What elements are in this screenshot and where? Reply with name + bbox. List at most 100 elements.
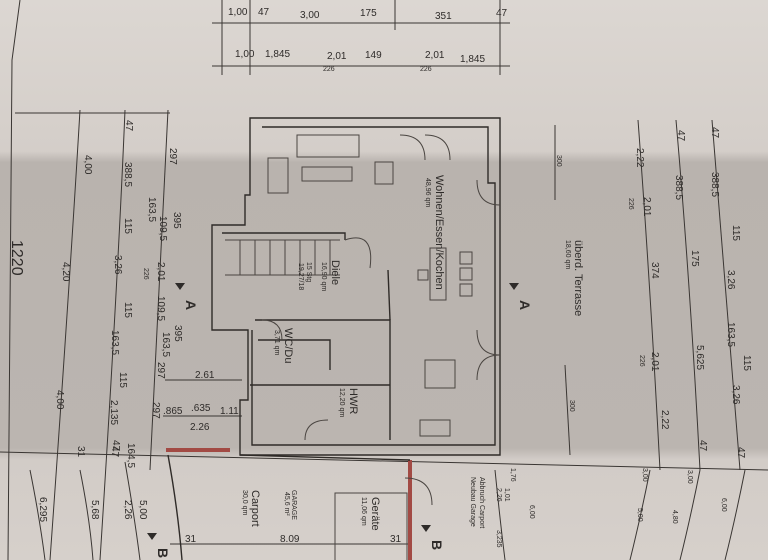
- bottom-dimension-label: 1,01: [503, 488, 510, 502]
- right-dimension-label: 115: [741, 355, 752, 371]
- coffee-table: [301, 166, 353, 182]
- left-dimension-label: 2,01: [155, 262, 166, 282]
- window-dimension-label: 300: [555, 155, 562, 167]
- left-dimension-label: 395: [172, 325, 183, 342]
- right-dimension-label: 2,22: [659, 410, 670, 430]
- right-dimension-label: 3,26: [725, 270, 736, 290]
- inner-dimension-label: 297: [150, 402, 161, 419]
- inner-dimension-label: 2.26: [190, 422, 210, 433]
- room-area-hall: 16,90 qm: [320, 262, 327, 291]
- inner-dimension-label: .635: [191, 403, 211, 414]
- right-dimension-label: 388,5: [709, 172, 720, 197]
- armchair: [374, 161, 394, 185]
- stair-treads: [225, 239, 340, 276]
- section-arrow-icon: [147, 533, 157, 540]
- left-dimension-label: 4,00: [82, 155, 93, 175]
- left-dimension-label: 163,5: [146, 197, 157, 222]
- left-dimension-label: 163,5: [160, 332, 171, 357]
- right-dimension-label: 2,01: [649, 352, 660, 372]
- bottom-dimension-label: 6,00: [528, 505, 535, 519]
- window-dimension-label: 300: [568, 400, 575, 412]
- garage-dimension-label: 31: [185, 534, 197, 545]
- top-dimension-label: 3,00: [300, 10, 320, 21]
- overall-dimension-label: 1220: [8, 240, 25, 276]
- left-dimension-label: 3,26: [112, 255, 123, 275]
- door-swing: [476, 179, 501, 206]
- door-swing: [399, 134, 451, 161]
- left-dimension-label: 4,20: [60, 262, 71, 282]
- right-dimension-sublabel: 226: [638, 355, 645, 367]
- room-name-utility: HWR: [347, 388, 359, 414]
- top-dimension-label: 1,00: [235, 49, 255, 60]
- top-dimension-label: 2,01: [327, 51, 347, 62]
- bottom-dimension-label: 164,5: [125, 443, 136, 468]
- right-dimension-label: 3,26: [730, 385, 741, 405]
- bottom-dimension-label: 2,26: [495, 488, 502, 502]
- garage-dimension-label: 8.09: [280, 534, 300, 545]
- inner-dimension-label: .865: [163, 406, 183, 417]
- door-swing: [476, 329, 501, 381]
- room-name-shed: Geräte: [369, 497, 381, 531]
- top-dimension-label: 2,01: [425, 50, 445, 61]
- room-area-shed: 11,06 qm: [360, 497, 367, 526]
- cooktop: [424, 359, 456, 389]
- room-area-carport: 30,0 qm: [241, 490, 248, 515]
- bottom-dimension-label: 2,26: [122, 500, 133, 520]
- sofa-side: [267, 157, 289, 194]
- right-dimension-label: 2,01: [641, 197, 652, 217]
- bottom-dimension-label: 4,80: [671, 510, 678, 524]
- right-dimension-label: 374: [649, 262, 660, 279]
- left-dimension-label: 115: [122, 218, 133, 234]
- left-dimension-label: 109,5: [155, 296, 166, 321]
- room-area-terrace: 18,60 qm: [564, 240, 571, 269]
- section-marker-a: A: [517, 300, 533, 310]
- section-marker-b: B: [155, 548, 171, 558]
- furniture: [225, 134, 501, 441]
- bottom-dimension-label: 5,68: [89, 500, 100, 520]
- bottom-dimension-label: 3,00: [641, 468, 648, 482]
- door-swing: [304, 419, 329, 441]
- right-dimension-label: 2,22: [634, 148, 645, 168]
- bottom-dimension-label: 6,00: [720, 498, 727, 512]
- section-arrow-icon: [509, 283, 519, 290]
- inner-dimension-label: 2.61: [195, 370, 215, 381]
- room-name-living: Wohnen/Essen/Kochen: [433, 175, 445, 290]
- room-area-wc: 3,71 qm: [273, 330, 280, 355]
- left-dimension-label: 2,135: [108, 400, 119, 425]
- demolition-note: Neubau Garage: [469, 477, 476, 527]
- section-marker-b: B: [429, 540, 445, 550]
- room-name-wc: WC/Du: [282, 328, 294, 363]
- section-arrow-icon: [175, 283, 185, 290]
- top-dimension-label: 175: [360, 8, 377, 19]
- right-dimension-label: 175: [689, 250, 700, 267]
- left-dimension-label: 115: [122, 302, 133, 318]
- stairs-steps: 15 Stg: [305, 262, 312, 282]
- room-name-hall: Diele: [329, 260, 341, 285]
- right-dimension-label: 47: [735, 447, 746, 459]
- left-dimension-label: 47: [123, 120, 134, 132]
- sink: [419, 419, 451, 437]
- room-area-living: 48,96 qm: [424, 178, 431, 207]
- room-area-utility: 12,20 qm: [338, 388, 345, 417]
- right-dimension-label: 47: [675, 130, 686, 142]
- room-name-carport: Carport: [249, 490, 261, 527]
- dining-table: [429, 247, 447, 301]
- bottom-dimension-label: 5,00: [636, 508, 643, 522]
- house-walls: [211, 117, 501, 456]
- dining-chair: [459, 283, 473, 297]
- left-dimension-label: 297: [155, 362, 166, 379]
- top-dimension-label: 351: [435, 11, 452, 22]
- left-dimension-label: 395: [171, 212, 182, 229]
- inner-dimension-label: 1.11: [220, 406, 239, 417]
- left-dimension-label: 109,5: [157, 216, 168, 241]
- bottom-dimension-label: 6,295: [37, 497, 48, 522]
- room-area-garage: 45,6 m²: [283, 492, 290, 516]
- room-name-garage: GARAGE: [290, 490, 297, 520]
- top-dimension-sublabel: 226: [323, 66, 335, 73]
- bottom-dimension-label: 5,00: [137, 500, 148, 520]
- top-dimension-label: 47: [258, 7, 270, 18]
- left-dimension-sublabel: 226: [142, 268, 149, 280]
- left-dimension-label: 115: [117, 372, 128, 388]
